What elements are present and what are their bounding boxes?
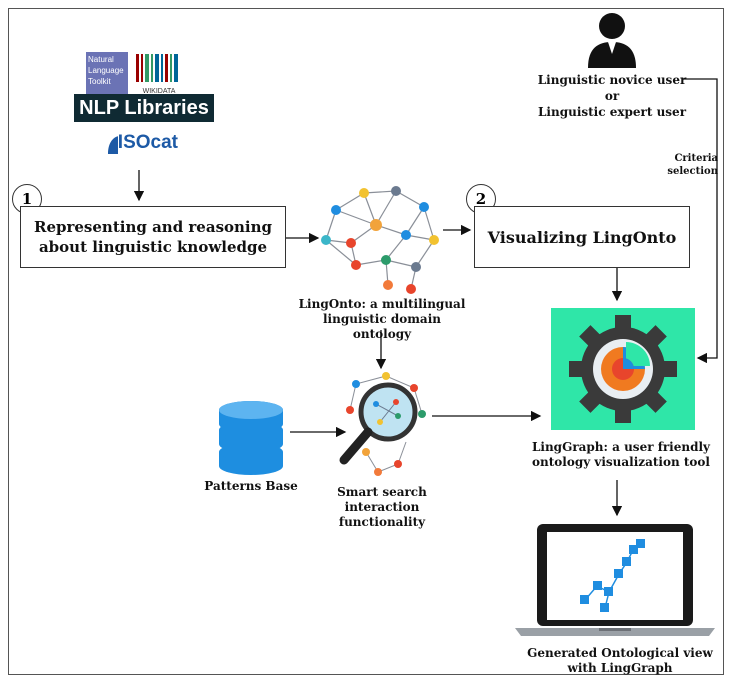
lingraph-line1: LingGraph: a user friendly: [531, 440, 711, 454]
laptop-icon: [515, 524, 715, 636]
lingonto-line2: linguistic domain ontology: [322, 312, 441, 341]
step2-label: Visualizing LingOnto: [487, 227, 677, 247]
magnifier-network-icon: [339, 372, 426, 476]
lingraph-line2: ontology visualization tool: [532, 455, 710, 469]
lingonto-caption: LingOnto: a multilingual linguistic doma…: [296, 297, 468, 342]
wikidata-barcode-icon: [136, 54, 178, 82]
step2-box: Visualizing LingOnto: [474, 206, 690, 268]
lingonto-line1: LingOnto: a multilingual: [298, 297, 466, 311]
search-line2: functionality: [338, 515, 426, 529]
patterns-base-label: Patterns Base: [204, 479, 298, 493]
wikidata-logo: WIKIDATA: [134, 52, 184, 95]
step1-line1: Representing and reasoning: [33, 217, 273, 236]
user-icon: [588, 13, 636, 68]
search-line1: Smart search interaction: [337, 485, 427, 514]
output-line2: with LingGraph: [567, 661, 673, 675]
step1-line2: about linguistic knowledge: [38, 238, 268, 256]
gear-chart-icon: [551, 308, 695, 430]
nltk-logo: Natural Language Toolkit: [86, 52, 128, 94]
user-line1: Linguistic novice user: [537, 73, 687, 87]
arrow-user-to-lingraph: [683, 78, 718, 364]
user-caption: Linguistic novice user or Linguistic exp…: [530, 72, 694, 121]
step1-box: Representing and reasoning about linguis…: [20, 206, 286, 268]
database-icon: [219, 401, 283, 475]
diagram-frame: [8, 8, 724, 675]
isocat-cat-icon: [108, 136, 118, 154]
lingraph-caption: LingGraph: a user friendly ontology visu…: [526, 440, 716, 470]
isocat-logo: ISOcat: [104, 128, 178, 158]
output-caption: Generated Ontological view with LingGrap…: [520, 646, 720, 676]
user-line2: or: [604, 89, 620, 104]
search-caption: Smart search interaction functionality: [306, 485, 458, 530]
wikidata-label: WIKIDATA: [142, 88, 176, 95]
user-line3: Linguistic expert user: [537, 105, 687, 120]
criteria-selection-label: Criteria selection: [667, 153, 718, 177]
nlp-libraries-banner: NLP Libraries: [74, 94, 214, 122]
brain-network-icon: [321, 186, 439, 294]
output-line1: Generated Ontological view: [527, 646, 713, 660]
